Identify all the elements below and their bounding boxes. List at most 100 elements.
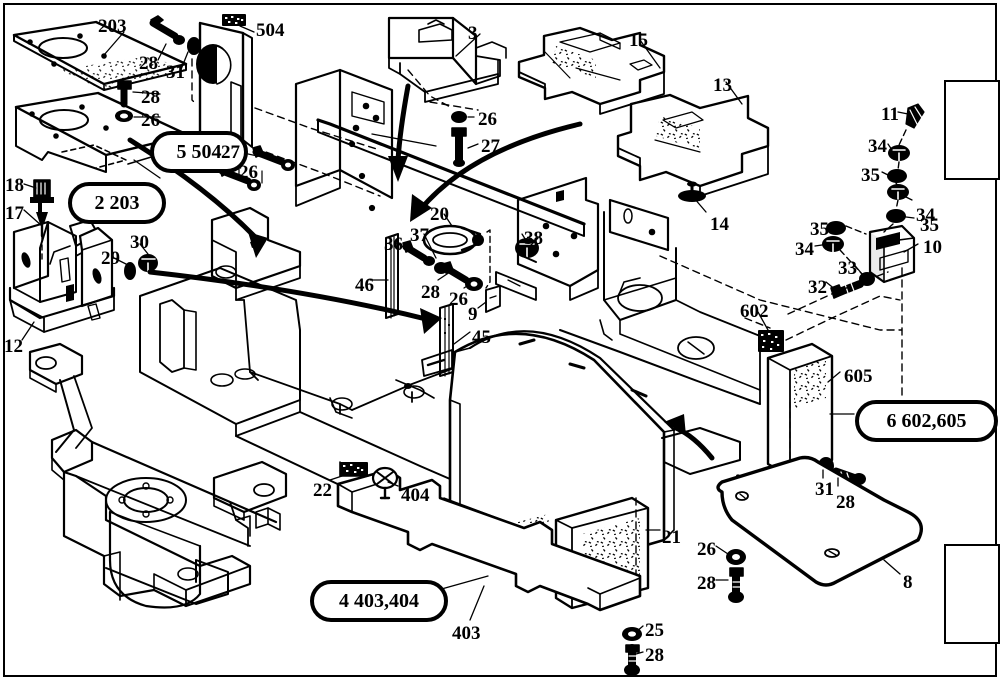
part-13-plate <box>616 93 770 197</box>
part-number-label: 12 <box>4 336 23 357</box>
part-number-label: 28 <box>141 87 160 108</box>
dash-right-stack <box>839 129 907 275</box>
part-35-washer-b <box>886 209 906 223</box>
part-number-label: 32 <box>808 277 827 298</box>
dash-504-a <box>187 39 197 105</box>
callout-bubble: 6 602,605 <box>855 400 998 442</box>
part-number-label: 403 <box>452 623 481 644</box>
part-number-label: 37 <box>410 225 429 246</box>
part-203-upper-plate <box>12 20 188 91</box>
part-35-washer-c <box>826 221 846 235</box>
part-number-label: 26 <box>239 162 258 183</box>
part-28-bolt-center <box>442 261 470 284</box>
part-11-pin <box>905 103 925 129</box>
part-number-label: 35 <box>861 165 880 186</box>
part-number-label: 28 <box>836 492 855 513</box>
part-28-bolt-mid <box>117 80 132 108</box>
part-number-label: 605 <box>844 366 873 387</box>
part-26-washer <box>115 110 133 122</box>
part-number-label: 38 <box>524 228 543 249</box>
part-28-bolt-top <box>149 15 185 45</box>
part-28-bolt-mat <box>728 567 744 603</box>
part-26-washer-mat <box>726 549 746 565</box>
part-27-bolt-a <box>252 145 295 171</box>
dash-504-b <box>254 107 381 151</box>
part-number-label: 34 <box>795 239 814 260</box>
part-number-label: 31 <box>166 62 185 83</box>
part-number-label: 203 <box>98 16 127 37</box>
part-number-label: 35 <box>810 219 829 240</box>
part-605-panel <box>766 342 834 478</box>
part-number-label: 33 <box>838 258 857 279</box>
callout-bubble: 5 504 <box>150 131 248 173</box>
dash-part3b <box>429 101 479 111</box>
part-number-label: 8 <box>903 572 913 593</box>
part-number-label: 35 <box>920 215 939 236</box>
part-number-label: 21 <box>662 527 681 548</box>
part-number-label: 404 <box>401 485 430 506</box>
part-34-nut-c <box>822 236 844 253</box>
part-number-label: 34 <box>868 136 887 157</box>
part-number-label: 18 <box>5 175 24 196</box>
part-504-clip <box>222 14 246 26</box>
part-35-washer-a <box>887 169 907 183</box>
part-45-post <box>439 303 454 377</box>
part-26-washer-c <box>451 111 467 123</box>
part-30-nut <box>138 254 158 272</box>
part-number-label: 26 <box>478 109 497 130</box>
part-number-label: 27 <box>221 142 240 163</box>
empty-box-top-right <box>944 80 1000 180</box>
part-29-pin <box>124 262 136 280</box>
part-12-block <box>8 219 116 333</box>
callout-bubble: 2 203 <box>68 182 166 224</box>
callout-bubble: 4 403,404 <box>310 580 448 622</box>
part-22-clip <box>340 462 368 476</box>
part-34-nut-a <box>888 145 910 162</box>
part-number-label: 13 <box>713 75 732 96</box>
part-number-label: 31 <box>815 479 834 500</box>
part-number-label: 26 <box>449 289 468 310</box>
part-number-label: 28 <box>139 53 158 74</box>
part-number-label: 10 <box>923 237 942 258</box>
part-number-label: 17 <box>5 203 24 224</box>
diagram-border <box>3 3 997 677</box>
part-number-label: 14 <box>710 214 729 235</box>
dash-602 <box>744 295 901 341</box>
part-number-label: 28 <box>421 282 440 303</box>
part-number-label: 36 <box>384 234 403 255</box>
part-number-label: 34 <box>916 205 935 226</box>
part-602-clip <box>758 330 784 352</box>
part-number-label: 25 <box>645 620 664 641</box>
part-15-plate <box>517 26 666 115</box>
part-number-label: 504 <box>256 20 285 41</box>
part-number-label: 3 <box>468 23 478 44</box>
part-number-label: 20 <box>430 204 449 225</box>
part-number-label: 28 <box>697 573 716 594</box>
part-27-bolt-c <box>451 127 467 167</box>
part-26-washer-center <box>465 277 483 291</box>
part-32-bolt <box>830 280 864 299</box>
part-number-label: 11 <box>881 104 899 125</box>
part-20-clamp <box>422 224 484 256</box>
assembly-arrows <box>127 83 715 461</box>
part-number-label: 26 <box>141 110 160 131</box>
part-number-label: 15 <box>629 30 648 51</box>
part-number-label: 29 <box>101 248 120 269</box>
part-number-label: 28 <box>645 645 664 666</box>
dash-10-left <box>659 255 903 331</box>
dash-20 <box>485 229 491 289</box>
part-3-bracket <box>387 16 507 103</box>
dash-504-c <box>254 147 381 197</box>
dash-605 <box>787 271 889 315</box>
part-8-mat <box>716 455 923 587</box>
part-number-label: 26 <box>697 539 716 560</box>
part-number-label: 46 <box>355 275 374 296</box>
part-number-label: 45 <box>472 327 491 348</box>
empty-box-bottom-right <box>944 544 1000 644</box>
leader-lines <box>21 25 919 655</box>
part-14-grommet <box>678 181 706 202</box>
part-28-bolt-bottom <box>624 644 640 676</box>
part-10-bracket <box>868 224 916 284</box>
